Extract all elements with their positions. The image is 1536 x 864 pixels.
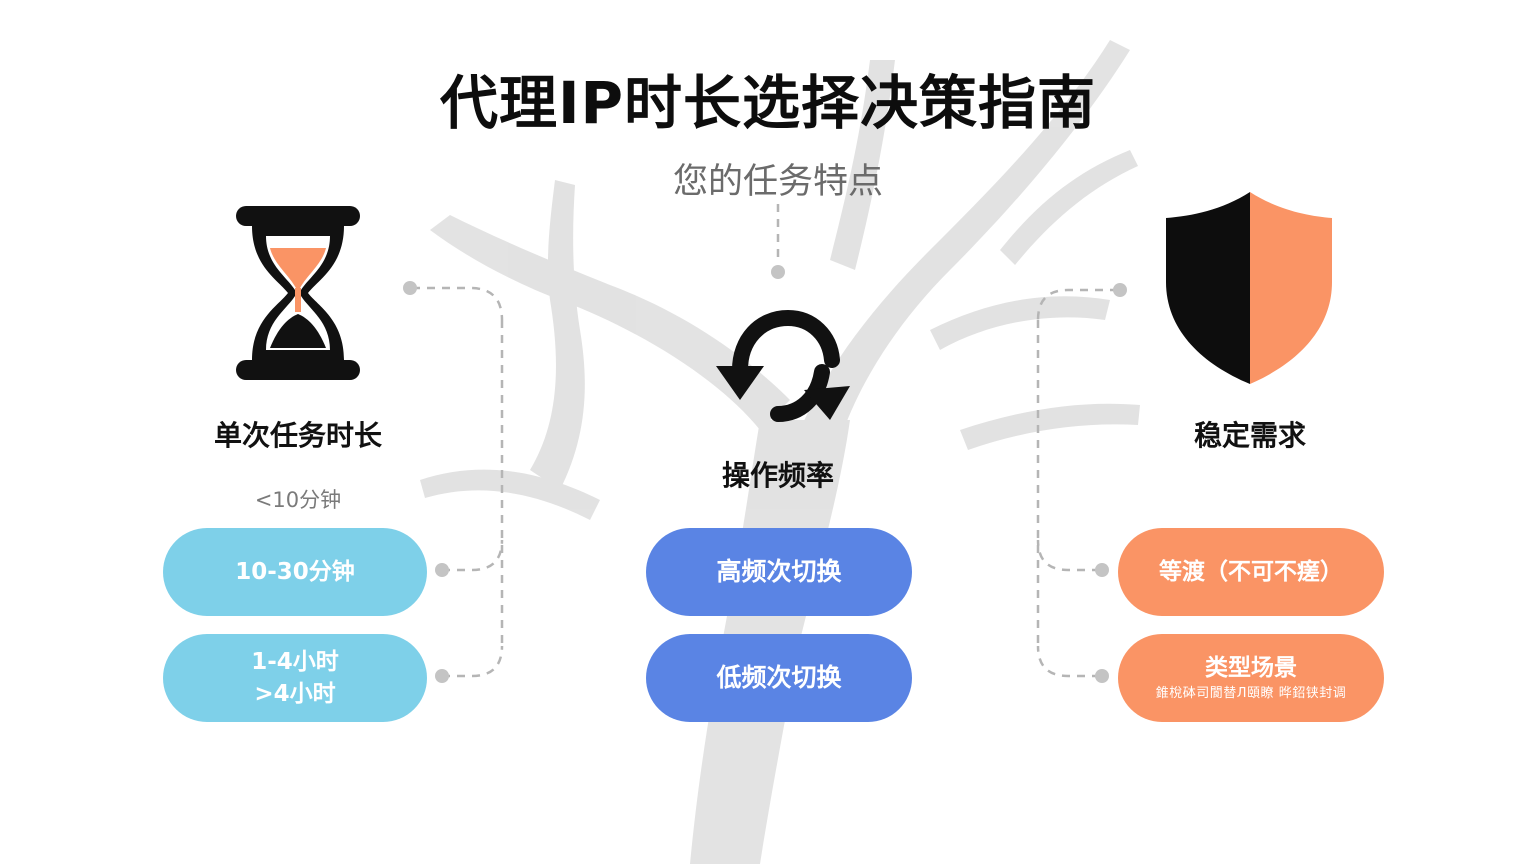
connector-dot [1095, 563, 1109, 577]
option-label: 类型场景 [1205, 655, 1297, 681]
option-label: 低频次切换 [716, 663, 842, 692]
heading-stability: 稳定需求 [1193, 419, 1306, 452]
option-label: 1-4小时 [251, 649, 339, 675]
connector-left-mid [442, 539, 504, 572]
option-high-frequency[interactable]: 高频次切换 [646, 528, 912, 616]
connector-dot [1113, 283, 1127, 297]
option-low-frequency[interactable]: 低频次切换 [646, 634, 912, 722]
connector-left-top [412, 286, 504, 321]
connector-left-bottom [442, 645, 504, 678]
connector-dot [435, 669, 449, 683]
option-label: 等渡（不可不瘥） [1159, 559, 1343, 585]
connector-dot [435, 563, 449, 577]
shield-icon [1166, 192, 1332, 384]
connector-right-top [1036, 288, 1118, 321]
connector-right-mid [1036, 539, 1100, 572]
option-sublabel: 錐梲砵司閬替Л頤瞭 晔鉊铗封调 [1155, 686, 1347, 701]
option-label: 10-30分钟 [235, 559, 355, 585]
option-10-30-min[interactable]: 10-30分钟 [163, 528, 427, 616]
page-title: 代理IP时长选择决策指南 [439, 69, 1097, 137]
option-scenario-type[interactable]: 类型场景 錐梲砵司閬替Л頤瞭 晔鉊铗封调 [1118, 634, 1384, 722]
heading-frequency: 操作频率 [721, 459, 834, 492]
option-label: 高频次切换 [716, 557, 842, 586]
connector-dot [403, 281, 417, 295]
hourglass-icon [236, 206, 360, 380]
option-1-4-hours[interactable]: 1-4小时 >4小时 [163, 634, 427, 722]
note-under-10-min: <10分钟 [254, 488, 342, 512]
connector-right-bottom [1036, 645, 1100, 678]
option-stability-level[interactable]: 等渡（不可不瘥） [1118, 528, 1384, 616]
connector-dot [1095, 669, 1109, 683]
option-label: >4小时 [254, 681, 336, 707]
connector-dot [771, 265, 785, 279]
refresh-cycle-icon [716, 309, 850, 422]
subtitle: 您的任务特点 [672, 162, 883, 202]
heading-duration: 单次任务时长 [213, 419, 382, 452]
